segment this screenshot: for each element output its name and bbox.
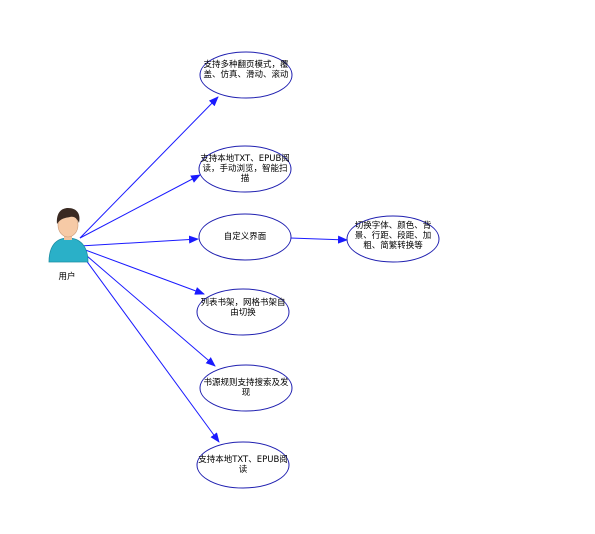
node-n2-ellipse[interactable] xyxy=(198,145,292,193)
edge-user-to-n3 xyxy=(79,235,199,247)
edge-user-to-n5 xyxy=(79,247,205,295)
actor-label: 用户 xyxy=(58,272,76,282)
node-n1-label: 支持多种翻页模式，覆盖、仿真、滑动、滚动 xyxy=(203,60,289,80)
edges xyxy=(79,96,348,443)
user-icon[interactable] xyxy=(48,208,89,263)
node-n6-label: 书源规则支持搜索及发现 xyxy=(203,378,289,398)
nodes xyxy=(196,51,440,489)
node-n5-label: 列表书架，网格书架自由切换 xyxy=(200,298,286,318)
edge-user-to-n2 xyxy=(79,174,201,239)
node-n3-label: 自定义界面 xyxy=(223,232,267,242)
node-n4-label: 切换字体、颜色、背景、行距、段距、加粗、简繁转换等 xyxy=(354,221,432,251)
edge-n3-to-n4 xyxy=(289,235,348,244)
edge-user-to-n6 xyxy=(79,249,216,367)
node-n1-ellipse[interactable] xyxy=(199,51,293,99)
node-n6-ellipse[interactable] xyxy=(199,364,293,412)
node-n7-label: 支持本地TXT、EPUB阅读 xyxy=(198,455,288,475)
edge-user-to-n1 xyxy=(79,96,219,239)
node-n3-ellipse[interactable] xyxy=(198,213,292,261)
node-n5-ellipse[interactable] xyxy=(196,288,290,336)
edge-user-to-n7 xyxy=(79,251,220,443)
node-n4-ellipse[interactable] xyxy=(346,215,440,263)
node-n2-label: 支持本地TXT、EPUB阅读，手动浏览，智能扫描 xyxy=(200,154,290,184)
node-n7-ellipse[interactable] xyxy=(196,441,290,489)
